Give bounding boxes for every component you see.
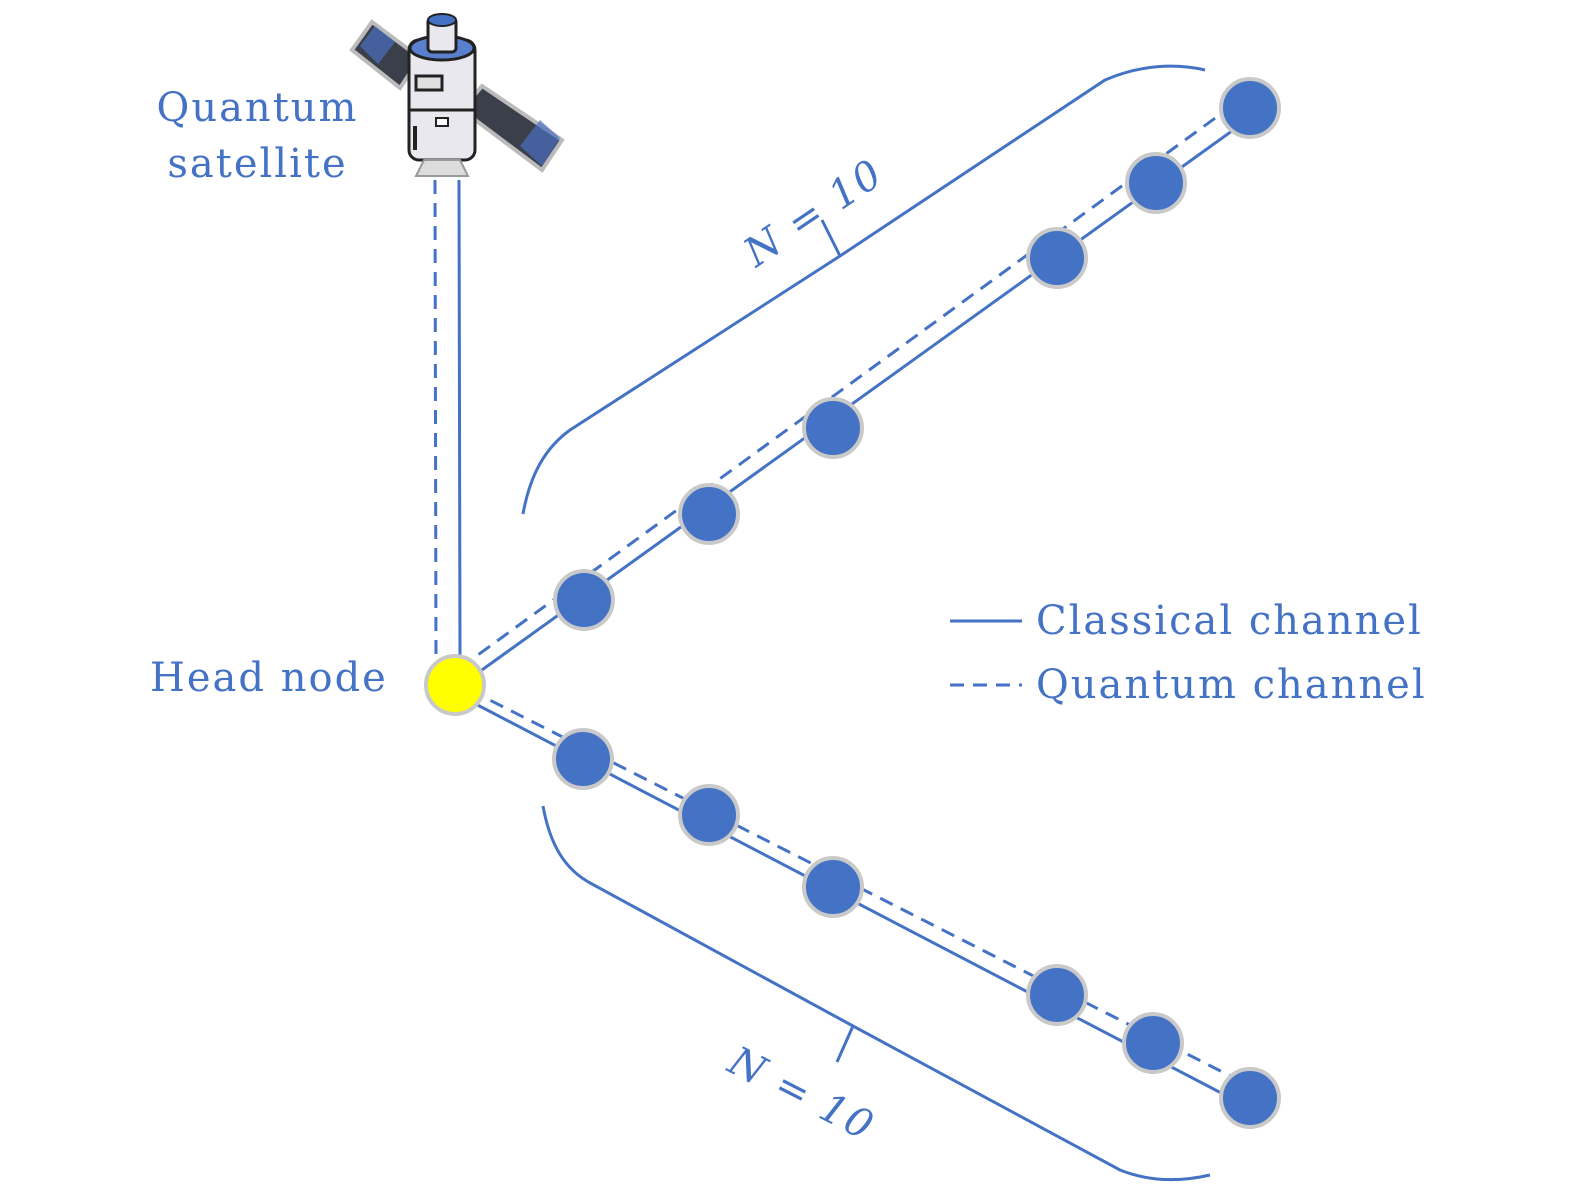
satellite-label-line2: satellite bbox=[167, 141, 348, 187]
upper-node-2[interactable] bbox=[678, 483, 740, 545]
upper-brace-tick bbox=[820, 219, 842, 257]
legend-label: Classical channel bbox=[1036, 598, 1423, 644]
legend-item-quantum: Quantum channel bbox=[950, 662, 1427, 708]
upper-node-4[interactable] bbox=[1026, 227, 1088, 289]
satellite-quantum-link bbox=[433, 179, 438, 669]
head-node-label: Head node bbox=[150, 655, 388, 701]
lower-node-5[interactable] bbox=[1122, 1012, 1184, 1074]
lower-brace bbox=[541, 805, 1211, 1182]
braces bbox=[521, 64, 1211, 1182]
dashed-line-swatch-icon bbox=[950, 683, 1022, 687]
lower-brace-tick bbox=[835, 1025, 855, 1063]
satellite-icon bbox=[349, 13, 565, 177]
satellite-classical-link bbox=[457, 179, 462, 661]
upper-node-5[interactable] bbox=[1125, 152, 1187, 214]
lower-node-6[interactable] bbox=[1219, 1067, 1281, 1129]
head-node[interactable] bbox=[424, 654, 486, 716]
lower-node-2[interactable] bbox=[678, 784, 740, 846]
lower-node-3[interactable] bbox=[802, 856, 864, 918]
satellite-label: Quantum satellite bbox=[140, 80, 375, 192]
nodes bbox=[552, 77, 1281, 1129]
solid-line-swatch-icon bbox=[950, 619, 1022, 623]
lower-node-1[interactable] bbox=[552, 728, 614, 790]
upper-node-3[interactable] bbox=[802, 397, 864, 459]
upper-brace bbox=[521, 64, 1206, 515]
satellite-label-line1: Quantum bbox=[156, 85, 359, 131]
lower-node-4[interactable] bbox=[1026, 964, 1088, 1026]
legend-label: Quantum channel bbox=[1036, 662, 1427, 708]
legend-item-classical: Classical channel bbox=[950, 598, 1423, 644]
satellite-links bbox=[433, 179, 462, 669]
upper-node-6[interactable] bbox=[1219, 77, 1281, 139]
upper-node-1[interactable] bbox=[553, 569, 615, 631]
